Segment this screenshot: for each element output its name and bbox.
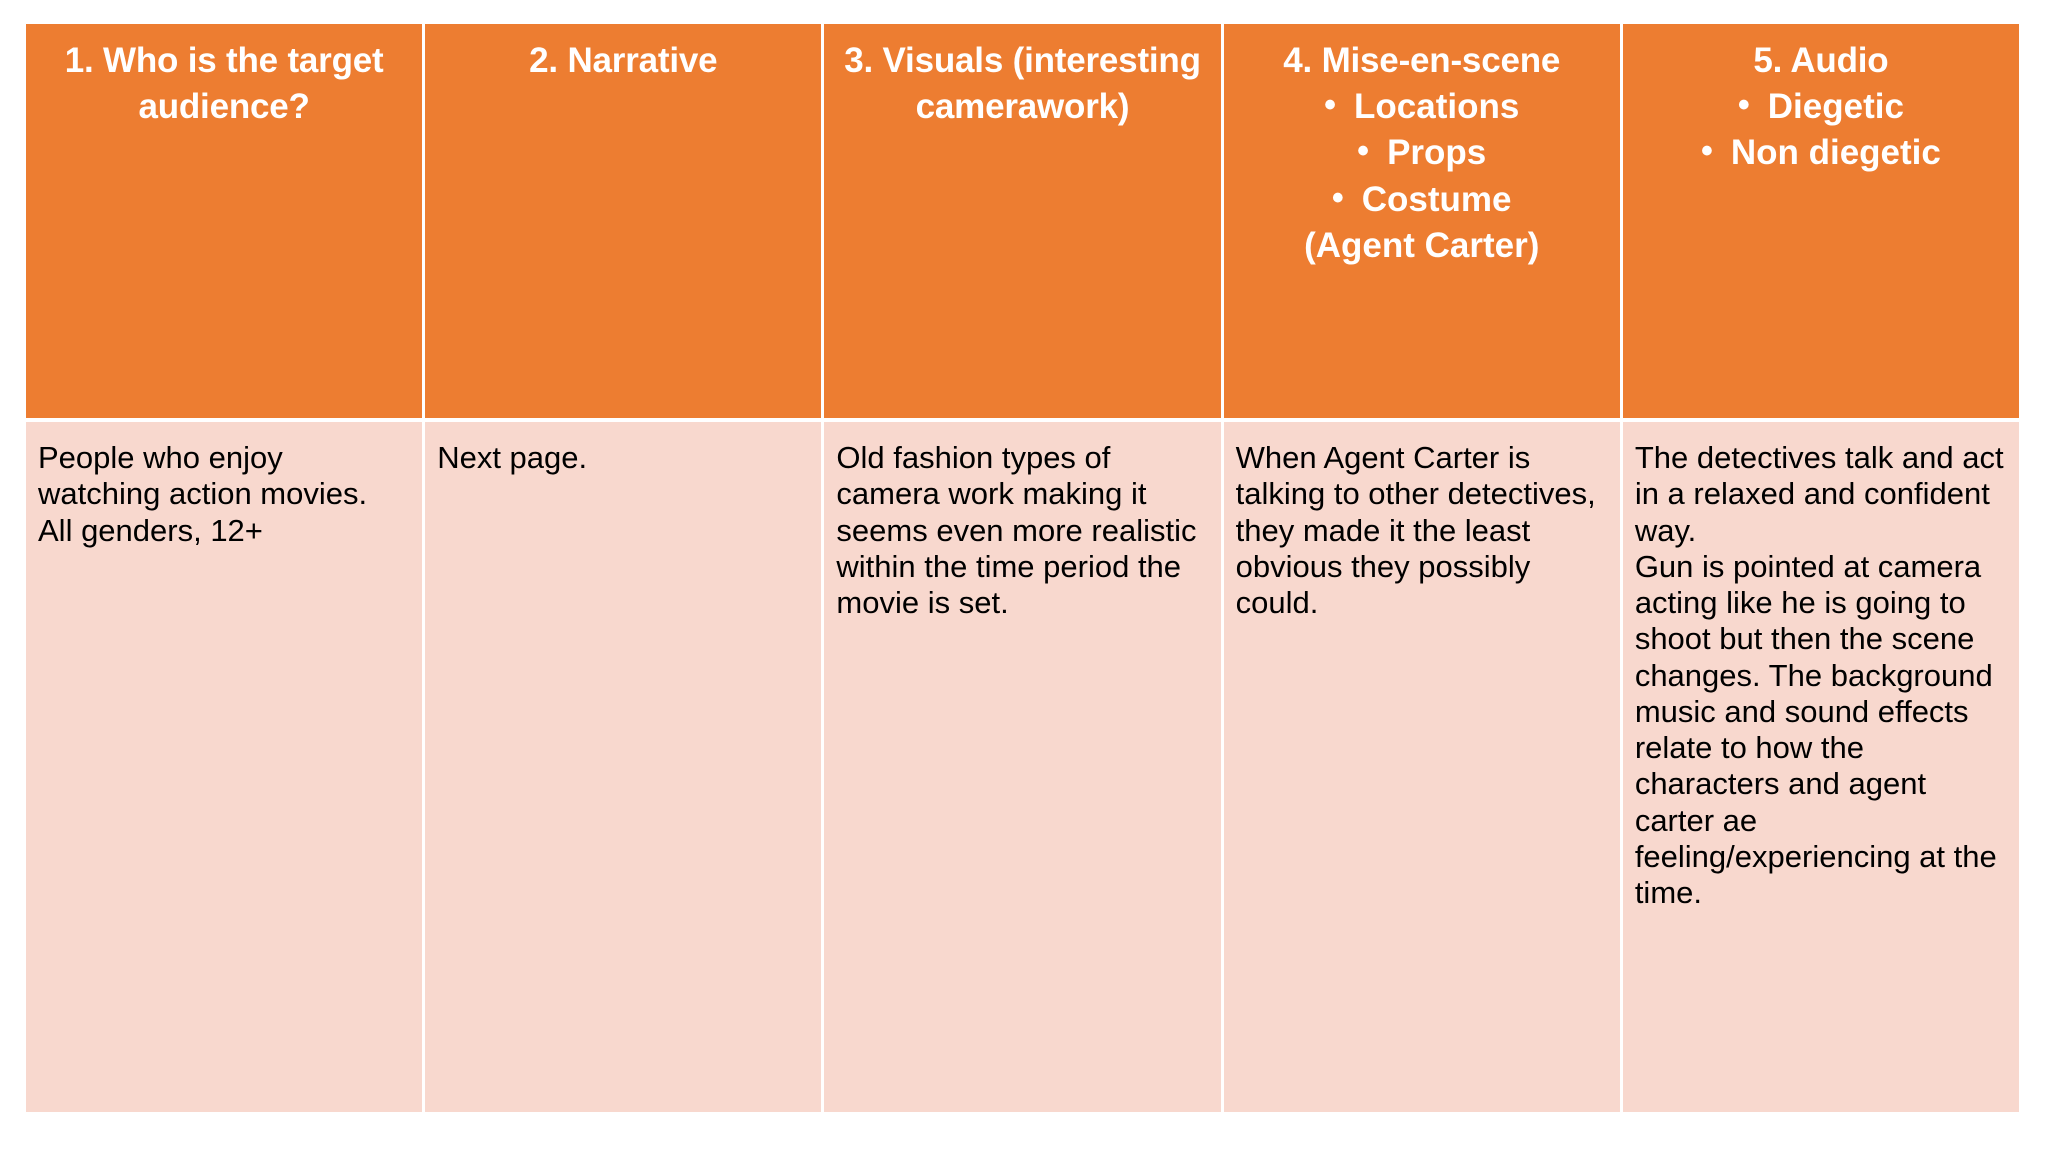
cell-text: The detectives talk and act in a relaxed… [1634,440,2004,911]
bullet-point-icon: • [1737,86,1750,125]
table-cell-audio[interactable]: The detectives talk and act in a relaxed… [1619,422,2020,1112]
cell-text: Old fashion types of camera work making … [836,440,1197,621]
column-header-bullet-list: • Locations • Props • Costume [1234,84,1610,223]
column-header-bullet-item: • Props [1234,130,1610,176]
table-cell-target-audience[interactable]: People who enjoy watching action movies.… [26,422,423,1112]
media-analysis-table: 1. Who is the target audience? 2. Narrat… [26,24,2020,1112]
cell-text: Next page. [437,440,588,475]
table-header-row: 1. Who is the target audience? 2. Narrat… [26,24,2020,418]
table-body-row: People who enjoy watching action movies.… [26,418,2020,1112]
column-header-mise-en-scene[interactable]: 4. Mise-en-scene • Locations • Props • Costum… [1220,24,1620,418]
column-header-bullet-label: Non diegetic [1730,133,1941,173]
column-header-title: 5. Audio [1753,41,1889,80]
column-header-title: 4. Mise-en-scene [1283,41,1561,80]
column-header-bullet-label: Locations [1354,87,1520,127]
column-header-bullet-item: • Diegetic [1633,84,2009,130]
column-header-audio[interactable]: 5. Audio • Diegetic • Non diegetic [1619,24,2020,418]
column-header-title: 3. Visuals (interesting camerawork) [844,41,1201,127]
table-cell-visuals[interactable]: Old fashion types of camera work making … [821,422,1221,1112]
bullet-point-icon: • [1331,178,1344,217]
column-header-bullet-item: • Non diegetic [1633,130,2009,176]
column-header-bullet-item: • Locations [1234,84,1610,130]
cell-text: When Agent Carter is talking to other de… [1235,440,1596,621]
column-header-title: 2. Narrative [529,41,718,80]
bullet-point-icon: • [1700,132,1713,171]
column-header-note: (Agent Carter) [1304,225,1540,265]
column-header-title: 1. Who is the target audience? [64,41,384,127]
column-header-narrative[interactable]: 2. Narrative [422,24,822,418]
bullet-point-icon: • [1324,86,1337,125]
table-cell-narrative[interactable]: Next page. [422,422,822,1112]
table-cell-mise-en-scene[interactable]: When Agent Carter is talking to other de… [1220,422,1620,1112]
column-header-bullet-item: • Costume [1234,177,1610,223]
column-header-bullet-list: • Diegetic • Non diegetic [1633,84,2009,176]
cell-text: People who enjoy watching action movies.… [38,440,368,548]
column-header-visuals[interactable]: 3. Visuals (interesting camerawork) [821,24,1221,418]
column-header-bullet-label: Diegetic [1767,87,1904,127]
column-header-bullet-label: Props [1387,133,1487,173]
bullet-point-icon: • [1357,132,1370,171]
column-header-target-audience[interactable]: 1. Who is the target audience? [26,24,423,418]
column-header-bullet-label: Costume [1361,179,1512,219]
